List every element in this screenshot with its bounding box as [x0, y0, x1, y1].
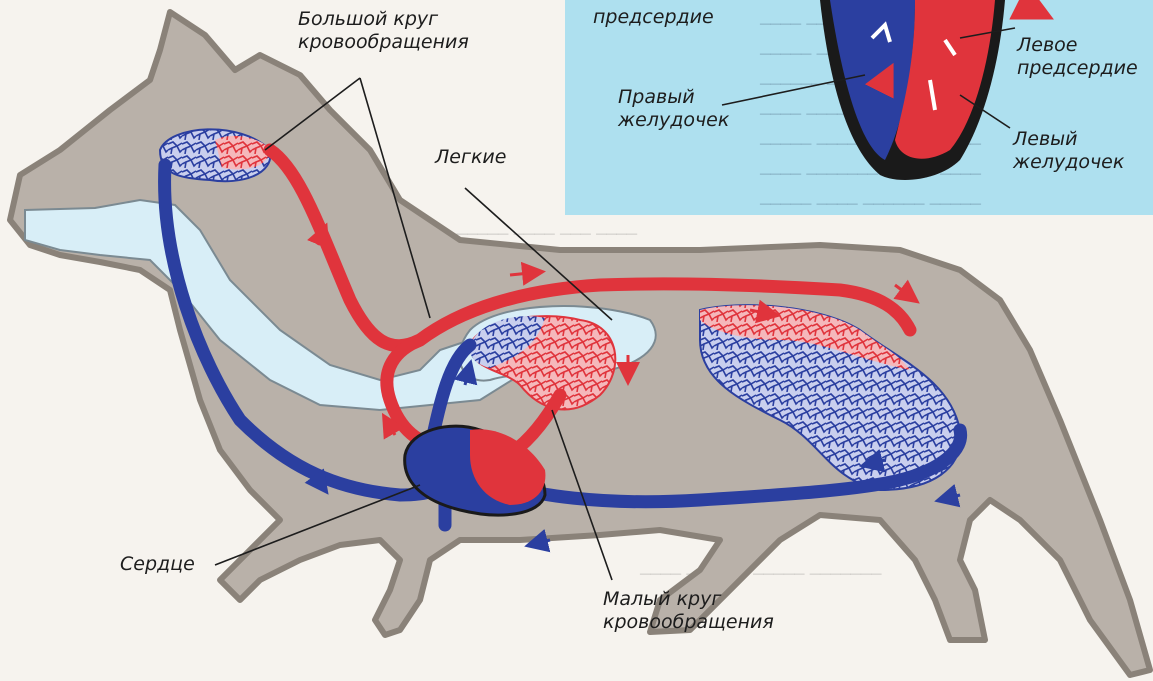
- svg-text:───── ──── ────── ─────: ───── ──── ────── ─────: [759, 195, 982, 215]
- label-big-circulation-line2: кровообращения: [298, 31, 469, 54]
- label-left-atrium-line1: Левое: [1017, 34, 1138, 57]
- label-left-ventricle-line2: желудочек: [1013, 151, 1124, 174]
- label-small-circulation-line2: кровообращения: [603, 611, 774, 634]
- label-right-ventricle-line1: Правый: [618, 86, 729, 109]
- label-left-atrium: Левое предсердие: [1017, 34, 1138, 80]
- label-left-atrium-line2: предсердие: [1017, 57, 1138, 80]
- label-lungs: Легкие: [435, 146, 506, 169]
- label-right-ventricle-line2: желудочек: [618, 109, 729, 132]
- label-heart: Сердце: [120, 553, 195, 576]
- label-left-ventricle-line1: Левый: [1013, 128, 1124, 151]
- label-big-circulation: Большой круг кровообращения: [298, 8, 469, 54]
- label-small-circulation: Малый круг кровообращения: [603, 588, 774, 634]
- label-right-atrium: предсердие: [593, 6, 714, 29]
- label-right-ventricle: Правый желудочек: [618, 86, 729, 132]
- label-left-ventricle: Левый желудочек: [1013, 128, 1124, 174]
- label-small-circulation-line1: Малый круг: [603, 588, 774, 611]
- svg-text:──── ────── ───── ───────: ──── ────── ───── ───────: [639, 565, 882, 585]
- label-big-circulation-line1: Большой круг: [298, 8, 469, 31]
